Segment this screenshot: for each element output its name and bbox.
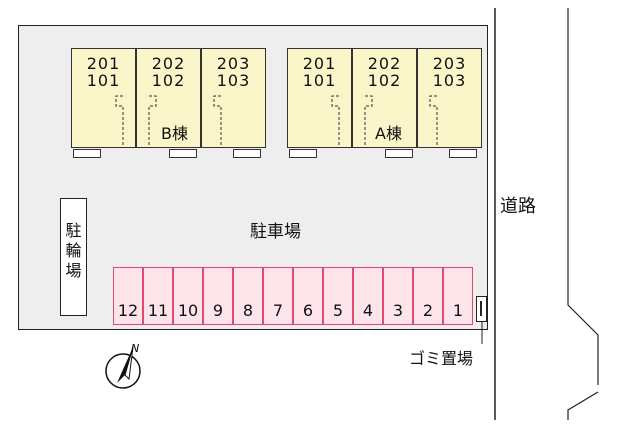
parking-space: 2 [413,267,443,325]
north-arrow-icon: N [103,341,147,395]
parking-space-number: 7 [272,301,284,320]
parking-space-number: 3 [392,301,404,320]
unit-number-lower: 102 [367,71,402,90]
garbage-area [476,296,487,322]
unit-number-upper: 201 [86,54,121,73]
parking-space-number: 11 [147,301,169,320]
parking-lot-label: 駐車場 [250,222,301,242]
entrance-step [169,149,197,158]
parking-space-number: 2 [422,301,434,320]
parking-space: 10 [173,267,203,325]
parking-space: 12 [113,267,143,325]
parking-space-number: 9 [212,301,224,320]
entrance-step [449,149,477,158]
bicycle-parking: 駐 輪 場 [60,198,87,316]
parking-space-number: 5 [332,301,344,320]
road-label: 道路 [500,196,536,217]
entrance-step [233,149,261,158]
parking-space-number: 6 [302,301,314,320]
parking-space: 4 [353,267,383,325]
entrance-step [289,149,317,158]
unit-number-upper: 203 [432,54,467,73]
garbage-area-label: ゴミ置場 [409,349,474,368]
unit-number-upper: 203 [216,54,251,73]
building-name: B棟 [159,120,190,144]
road-edge-line-lower [567,391,599,420]
entrance-step [73,149,101,158]
parking-space-number: 1 [452,301,464,320]
parking-space: 9 [203,267,233,325]
unit-number-lower: 103 [432,71,467,90]
parking-space: 6 [293,267,323,325]
unit-number-upper: 201 [302,54,337,73]
unit-number-lower: 102 [151,71,186,90]
bicycle-parking-label: 場 [65,261,82,280]
interior-dashed-lines [115,95,222,148]
parking-space-number: 4 [362,301,374,320]
interior-dashed-lines [331,95,438,148]
bicycle-parking-label: 輪 [65,241,82,260]
unit-number-upper: 202 [367,54,402,73]
parking-space: 5 [323,267,353,325]
north-label: N [131,342,139,355]
unit-number-lower: 101 [86,71,121,90]
parking-space-number: 8 [242,301,254,320]
parking-space: 3 [383,267,413,325]
unit-number-upper: 202 [151,54,186,73]
entrance-step [385,149,413,158]
parking-space: 7 [263,267,293,325]
unit-number-lower: 103 [216,71,251,90]
unit-number-lower: 101 [302,71,337,90]
parking-space: 1 [443,267,473,325]
road-edge-line [567,8,599,385]
parking-space-number: 12 [117,301,139,320]
parking-space-number: 10 [177,301,199,320]
parking-space: 11 [143,267,173,325]
building-name: A棟 [373,120,404,144]
parking-space: 8 [233,267,263,325]
bicycle-parking-label: 駐 [65,221,82,240]
